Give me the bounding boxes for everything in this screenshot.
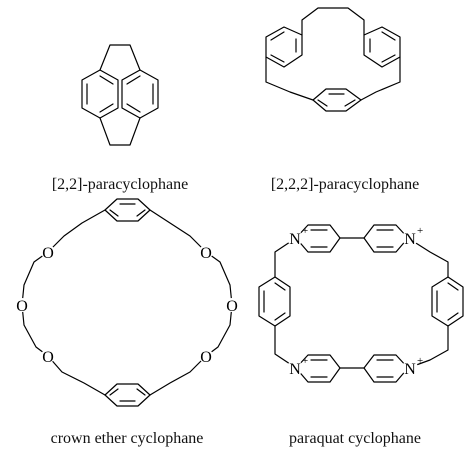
pyridinium-ring <box>363 224 409 253</box>
left-polyether-chain <box>21 209 106 396</box>
right-polyether-chain <box>149 209 233 396</box>
nitrogen-atom: N <box>404 231 416 248</box>
oxygen-atom: O <box>42 245 54 262</box>
caption-paracyclophane-222: [2,2,2]-paracyclophane <box>271 176 419 193</box>
methylene-link <box>407 237 449 278</box>
bottom-benzene-ring <box>312 88 362 112</box>
paracyclophane-22-structure <box>81 44 159 146</box>
bottom-benzene-ring <box>104 383 151 407</box>
paracyclophane-222-structure <box>265 7 401 112</box>
positive-charge: + <box>417 225 423 237</box>
positive-charge: + <box>417 355 423 367</box>
oxygen-atom: O <box>16 298 28 315</box>
caption-paraquat-cyclophane: paraquat cyclophane <box>289 430 421 447</box>
methylene-link <box>407 325 449 369</box>
crown-ether-cyclophane-structure: O O O O O O <box>15 198 239 407</box>
bottom-ethano-bridge <box>99 117 141 146</box>
paraquat-cyclophane-structure: N + N + N + N + <box>258 224 464 383</box>
oxygen-atom: O <box>200 245 212 262</box>
top-ethano-bridge <box>99 44 141 71</box>
top-benzene-ring <box>104 198 151 222</box>
oxygen-atom: O <box>42 349 54 366</box>
right-ethano-bridge <box>360 56 401 101</box>
positive-charge: + <box>302 355 308 367</box>
top-ethano-bridge <box>301 7 365 36</box>
left-ethano-bridge <box>265 56 314 101</box>
caption-paracyclophane-22: [2,2]-paracyclophane <box>52 176 188 193</box>
nitrogen-atom: N <box>404 361 416 378</box>
oxygen-atom: O <box>226 298 238 315</box>
oxygen-atom: O <box>200 349 212 366</box>
nitrogen-atom: N <box>289 231 301 248</box>
pyridinium-ring <box>363 354 409 383</box>
nitrogen-atom: N <box>289 361 301 378</box>
caption-crown-ether-cyclophane: crown ether cyclophane <box>51 430 204 447</box>
positive-charge: + <box>302 225 308 237</box>
